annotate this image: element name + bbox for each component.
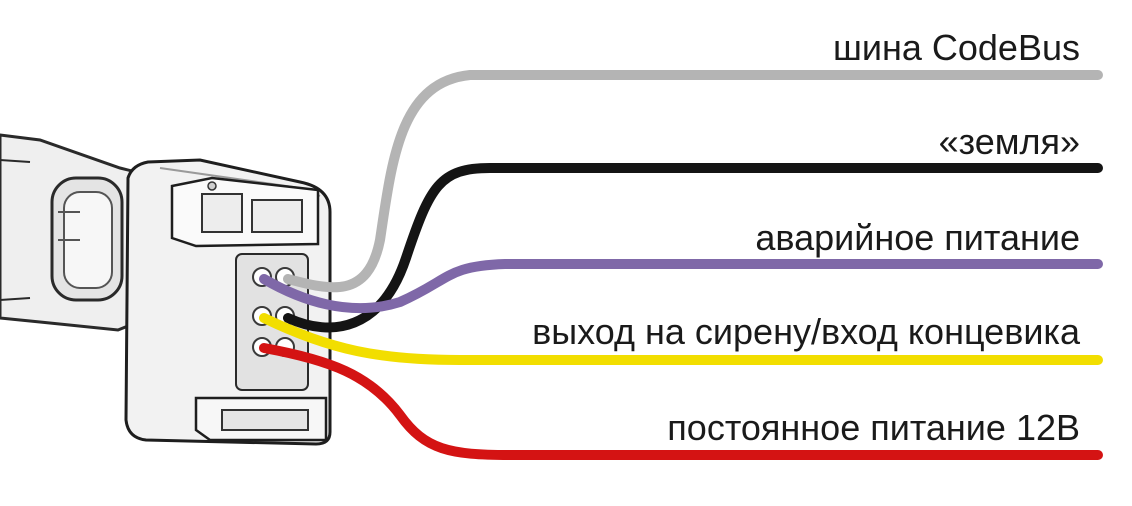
wire-codebus <box>283 70 1103 293</box>
wire-emergency <box>259 259 1103 314</box>
label-emergency: аварийное питание <box>755 217 1080 258</box>
wire-ground <box>283 163 1103 333</box>
label-codebus: шина CodeBus <box>833 27 1080 68</box>
mating-plug <box>0 133 150 332</box>
label-constant: постоянное питание 12В <box>667 407 1080 448</box>
label-ground: «земля» <box>938 121 1080 162</box>
connector-housing <box>124 158 332 446</box>
label-siren: выход на сирену/вход концевика <box>532 311 1080 352</box>
wire-constant <box>259 343 1103 460</box>
wire-siren <box>259 313 1103 365</box>
